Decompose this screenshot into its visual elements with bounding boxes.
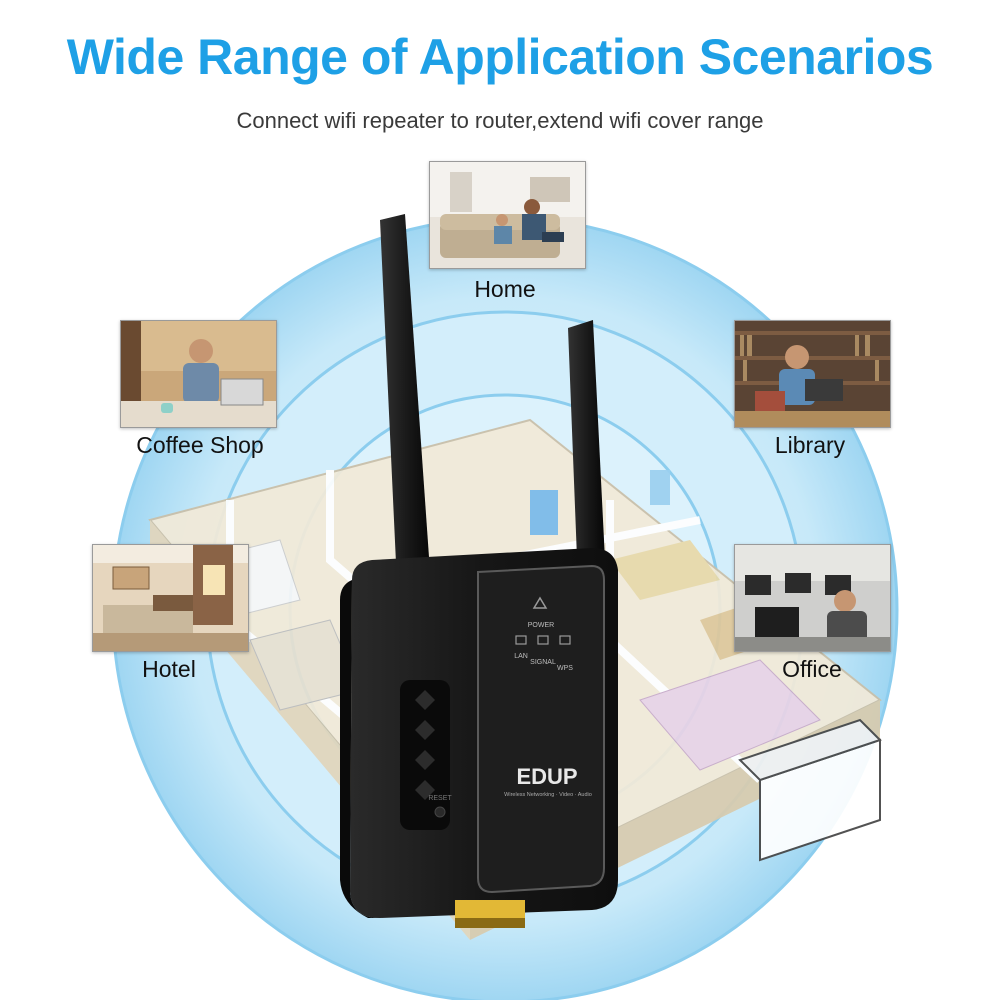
reset-label: RESET	[428, 795, 452, 802]
power-label: POWER	[528, 622, 554, 629]
library-photo	[734, 320, 891, 428]
home-photo	[429, 161, 586, 269]
hotel-label: Hotel	[142, 656, 196, 682]
page-title: Wide Range of Application Scenarios	[66, 29, 934, 85]
office-photo	[734, 544, 891, 652]
coffee-shop-label: Coffee Shop	[136, 432, 264, 458]
library-label: Library	[774, 432, 846, 458]
wps-indicator-icon	[559, 635, 571, 645]
right-antenna	[568, 320, 606, 584]
coffee-shop-photo	[120, 320, 277, 428]
repeater-device	[340, 548, 618, 928]
power-indicator-icon	[532, 596, 548, 609]
lan-indicator-icon	[515, 635, 527, 645]
lan-label: LAN	[514, 653, 528, 660]
wps-label: WPS	[557, 665, 573, 672]
brand-logo: EDUP	[516, 764, 577, 789]
office-label: Office	[782, 656, 842, 682]
hotel-photo	[92, 544, 249, 652]
home-label: Home	[474, 276, 536, 302]
signal-indicator-icon	[537, 635, 549, 645]
reset-button[interactable]	[434, 806, 446, 818]
page-subtitle: Connect wifi repeater to router,extend w…	[236, 108, 764, 133]
signal-label: SIGNAL	[530, 659, 556, 666]
brand-tagline: Wireless Networking · Video · Audio	[504, 792, 592, 798]
